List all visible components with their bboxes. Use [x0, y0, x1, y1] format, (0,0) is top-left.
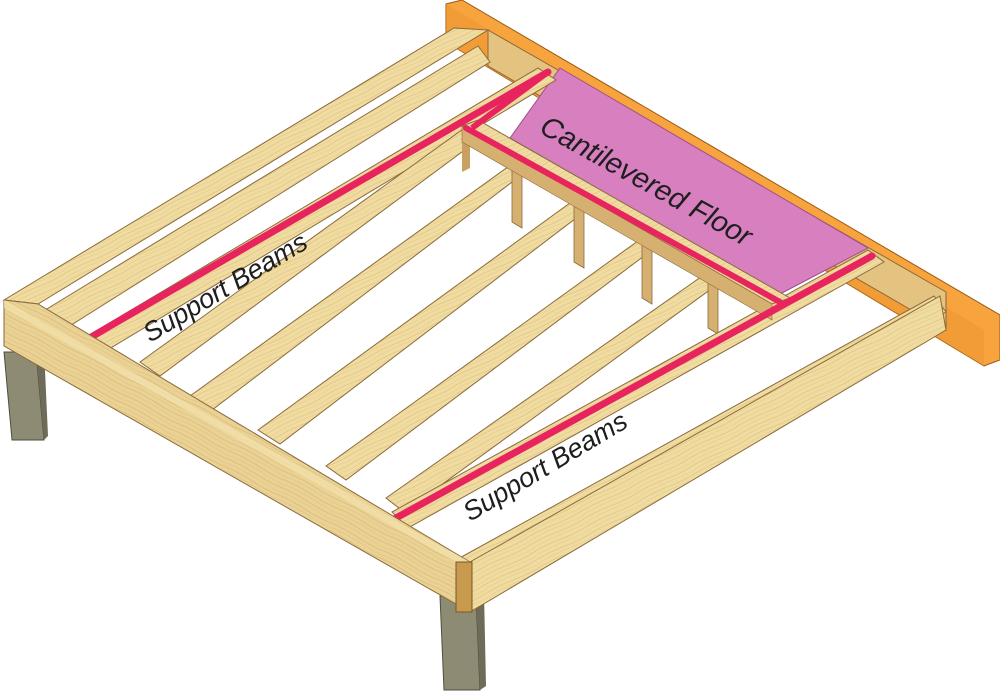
support-beam-highlights [82, 68, 876, 522]
cantilever-header-beam [460, 119, 792, 321]
rim-beam-right [455, 295, 947, 613]
